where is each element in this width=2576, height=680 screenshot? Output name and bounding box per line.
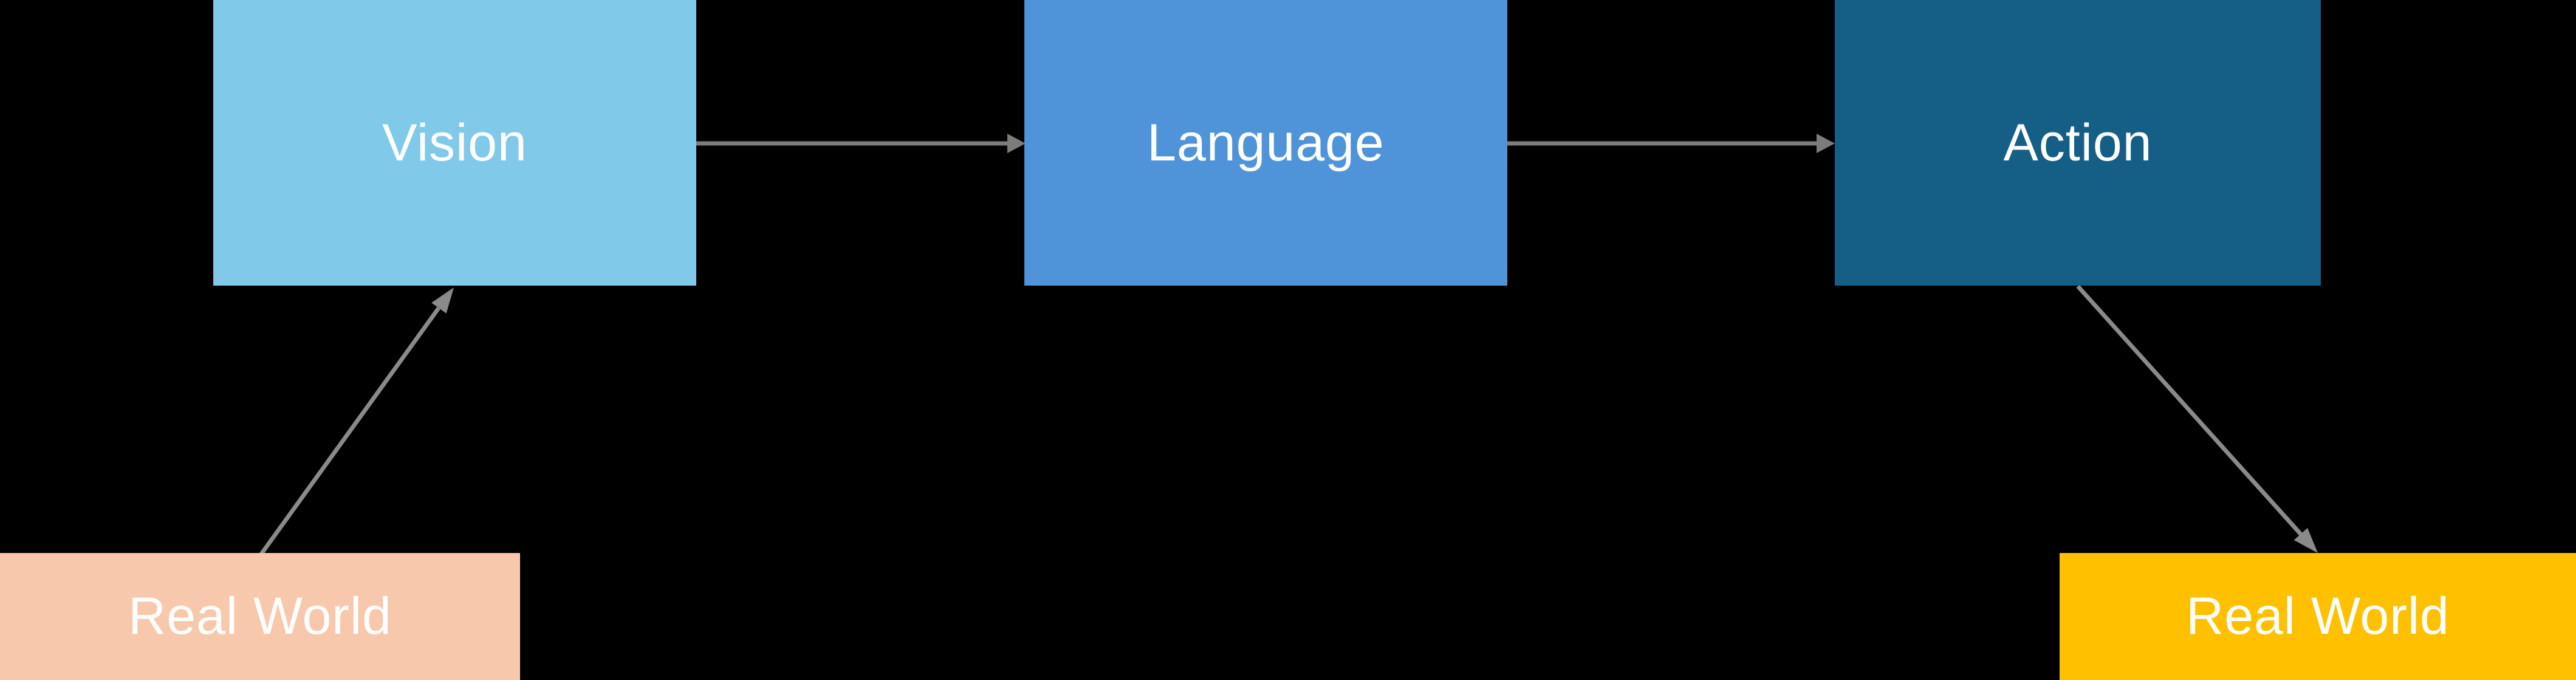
arrow-realworld-to-vision-line xyxy=(259,306,440,557)
node-real-world-input: Real World xyxy=(0,553,520,680)
arrow-language-to-action-head xyxy=(1817,134,1835,153)
arrow-action-to-realworld-line xyxy=(2076,284,2303,536)
node-language-label: Language xyxy=(1147,113,1385,172)
node-action-label: Action xyxy=(2003,113,2153,172)
arrow-realworld-to-vision-head xyxy=(431,287,454,314)
arrow-vision-to-language-head xyxy=(1007,134,1026,153)
node-real-world-output: Real World xyxy=(2060,553,2576,680)
node-real-world-input-label: Real World xyxy=(128,587,392,646)
node-language: Language xyxy=(1024,0,1507,286)
node-vision: Vision xyxy=(213,0,696,286)
node-vision-label: Vision xyxy=(382,113,527,172)
node-action: Action xyxy=(1835,0,2321,286)
node-real-world-output-label: Real World xyxy=(2186,587,2450,646)
arrow-action-to-realworld-head xyxy=(2293,527,2318,553)
